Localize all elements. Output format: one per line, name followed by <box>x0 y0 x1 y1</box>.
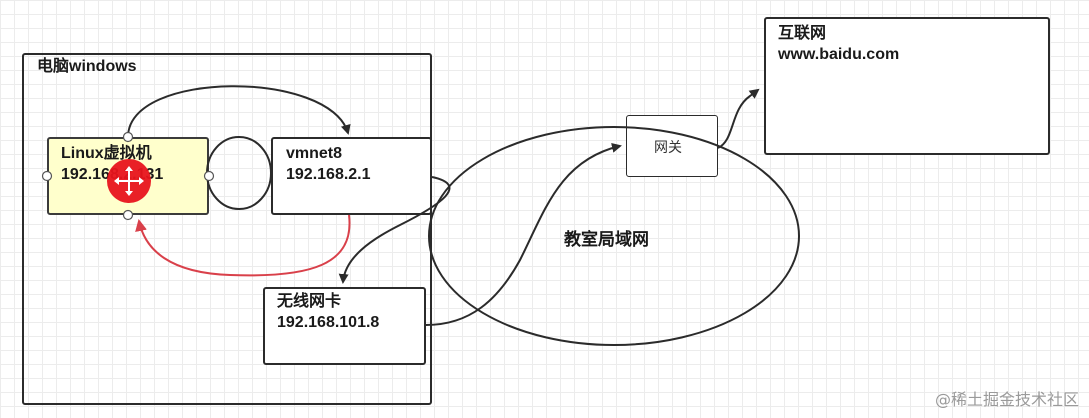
wireless-to-gateway-arrow <box>425 142 622 326</box>
selection-handle-bottom[interactable] <box>122 209 134 221</box>
selection-handle-top[interactable] <box>122 131 134 143</box>
internet-label: 互联网 <box>778 25 827 42</box>
vmnet8-name: vmnet8 <box>286 145 343 162</box>
lan-ellipse <box>428 126 800 346</box>
wireless-card-node[interactable]: 无线网卡 192.168.101.8 <box>263 287 426 365</box>
watermark: @稀土掘金技术社区 <box>934 390 1079 409</box>
gateway-label: 网关 <box>654 139 682 155</box>
windows-host-frame: 电脑windows <box>22 53 432 405</box>
vmnet8-to-vm-return-arrow <box>135 214 351 277</box>
wireless-card-ip: 192.168.101.8 <box>277 314 380 331</box>
vm-link-ellipse <box>206 136 272 210</box>
selection-handle-left[interactable] <box>41 170 53 182</box>
linux-vm-name: Linux虚拟机 <box>61 145 152 162</box>
vmnet8-ip: 192.168.2.1 <box>286 166 371 183</box>
vmnet8-to-wireless-arrow <box>338 176 451 284</box>
windows-host-label: 电脑windows <box>37 58 137 75</box>
gateway-node[interactable]: 网关 <box>626 115 718 177</box>
gateway-to-internet-arrow <box>717 88 760 149</box>
wireless-card-name: 无线网卡 <box>277 293 342 310</box>
internet-node[interactable]: 互联网 www.baidu.com <box>764 17 1050 155</box>
vmnet8-node[interactable]: vmnet8 192.168.2.1 <box>271 137 432 215</box>
lan-label: 教室局域网 <box>563 229 649 249</box>
vm-to-vmnet8-arrow <box>127 85 351 138</box>
internet-url: www.baidu.com <box>778 46 900 63</box>
selection-handle-right[interactable] <box>203 170 215 182</box>
move-cursor-icon <box>107 159 151 203</box>
